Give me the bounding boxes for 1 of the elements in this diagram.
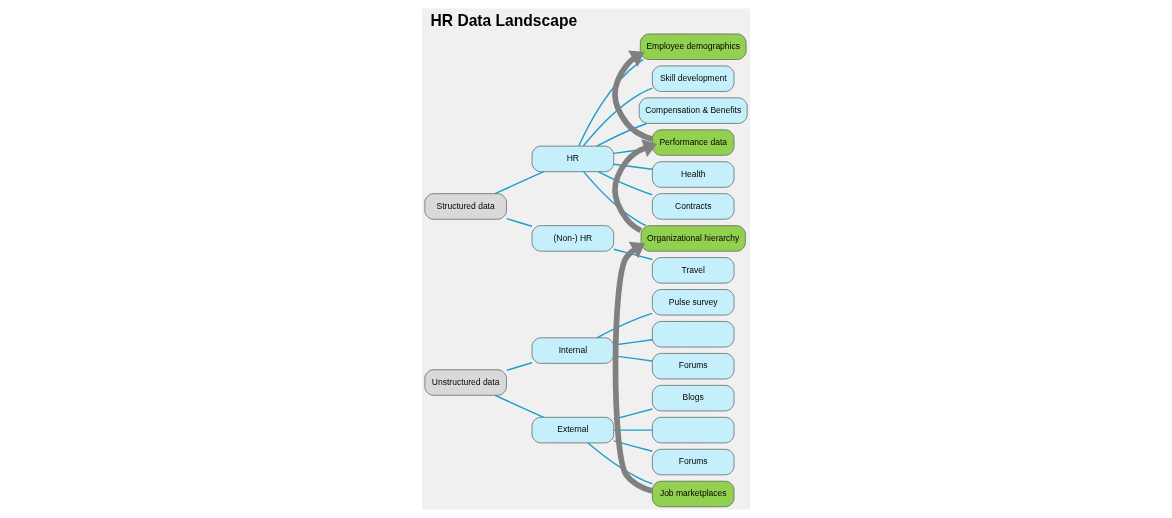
- diagram-title: HR Data Landscape: [430, 11, 578, 29]
